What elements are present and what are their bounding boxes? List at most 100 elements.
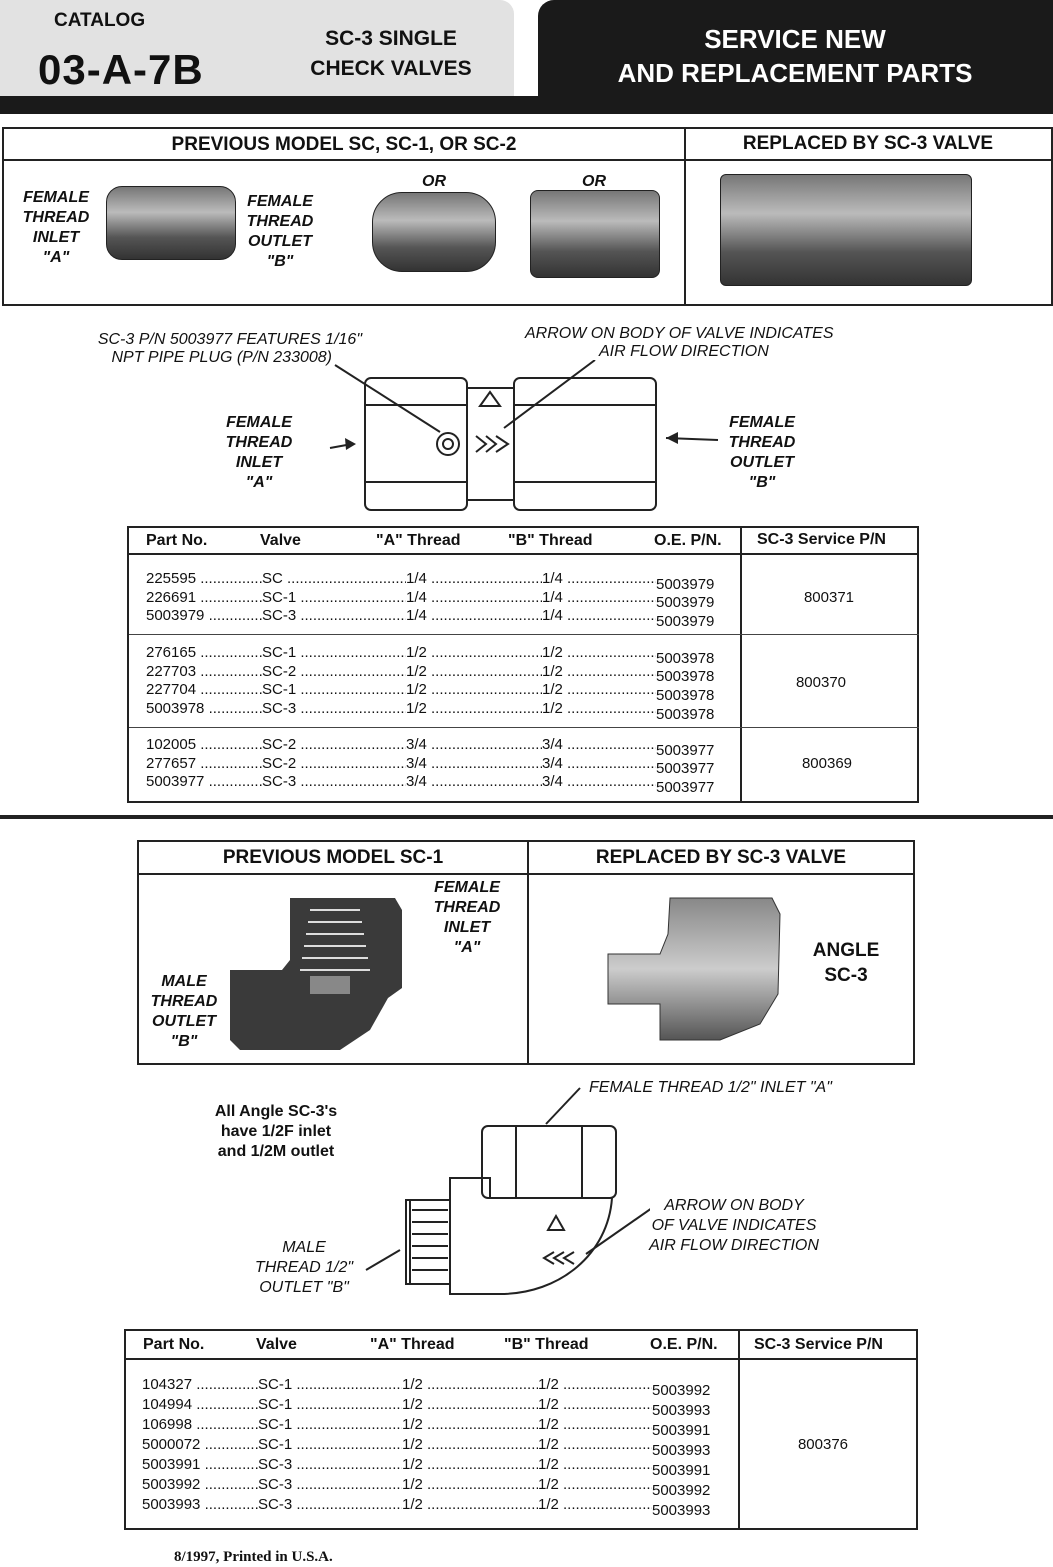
t2-col-a-thread: "A" Thread (370, 1336, 455, 1353)
t2-col-b-thread: "B" Thread (504, 1336, 589, 1353)
row-a-thread: 1/2 ....................................… (406, 681, 542, 699)
table-row: 5003978 ................................… (146, 700, 714, 725)
row-a-thread: 1/2 ....................................… (402, 1376, 538, 1393)
t2-col-oe: O.E. P/N. (650, 1336, 718, 1353)
section1-right-heading: REPLACED BY SC-3 VALVE (742, 133, 994, 154)
row-b-thread: 1/2 ....................................… (542, 662, 656, 680)
row-oe-pn: 5003978 (656, 649, 715, 667)
row-oe-pn: 5003977 (656, 741, 715, 759)
angle-sc3-photo (607, 897, 781, 1041)
row-valve: SC .....................................… (262, 570, 406, 587)
t1-col-part: Part No. (146, 532, 208, 549)
row-b-thread: 3/4 ....................................… (542, 754, 656, 772)
row-valve: SC-3 ...................................… (262, 773, 406, 791)
row-valve: SC-1 ...................................… (262, 588, 406, 606)
table-row: 227703 .................................… (146, 663, 714, 688)
row-part-no: 5003991 ................................… (142, 1456, 258, 1473)
row-part-no: 5003977 ................................… (146, 773, 262, 791)
row-valve: SC-1 ...................................… (258, 1436, 402, 1453)
row-part-no: 5003993 ................................… (142, 1496, 258, 1513)
t2-col-valve: Valve (256, 1336, 297, 1353)
row-valve: SC-2 ...................................… (262, 754, 406, 772)
table-row: 5003993 ................................… (142, 1496, 710, 1521)
row-part-no: 227703 .................................… (146, 662, 262, 680)
section-divider (0, 815, 1053, 819)
row-part-no: 5000072 ................................… (142, 1436, 258, 1453)
row-oe-pn: 5003993 (652, 1501, 711, 1519)
row-b-thread: 1/2 ....................................… (538, 1496, 652, 1513)
t1-col-service: SC-3 Service P/N (757, 531, 886, 548)
row-valve: SC-1 ...................................… (258, 1376, 402, 1393)
row-oe-pn: 5003992 (652, 1481, 711, 1499)
row-valve: SC-1 ...................................… (262, 681, 406, 699)
row-valve: SC-2 ...................................… (262, 736, 406, 753)
row-b-thread: 3/4 ....................................… (542, 736, 656, 753)
row-valve: SC-1 ...................................… (258, 1416, 402, 1433)
header-left-panel (0, 0, 514, 96)
row-valve: SC-1 ...................................… (262, 644, 406, 661)
row-a-thread: 3/4 ....................................… (406, 754, 542, 772)
t1-col-valve: Valve (260, 532, 301, 549)
row-b-thread: 1/2 ....................................… (538, 1416, 652, 1433)
row-part-no: 5003979 ................................… (146, 607, 262, 625)
sc3-valve-photo (720, 174, 972, 286)
row-oe-pn: 5003978 (656, 705, 715, 723)
angle-inlet-note: FEMALE THREAD 1/2" INLET "A" (589, 1079, 832, 1096)
row-part-no: 106998 .................................… (142, 1416, 258, 1433)
row-part-no: 104994 .................................… (142, 1396, 258, 1413)
table-row: 5003977 ................................… (146, 773, 714, 798)
table-row: 276165 .................................… (146, 644, 714, 669)
row-a-thread: 1/2 ....................................… (402, 1456, 538, 1473)
row-oe-pn: 5003979 (656, 575, 715, 593)
row-oe-pn: 5003977 (656, 778, 715, 796)
row-b-thread: 1/2 ....................................… (542, 644, 656, 661)
row-a-thread: 1/4 ....................................… (406, 607, 542, 625)
row-a-thread: 1/2 ....................................… (402, 1396, 538, 1413)
row-a-thread: 1/2 ....................................… (402, 1476, 538, 1493)
row-oe-pn: 5003991 (652, 1421, 711, 1439)
row-b-thread: 1/2 ....................................… (542, 681, 656, 699)
row-oe-pn: 5003977 (656, 760, 715, 778)
table2 (124, 1329, 918, 1530)
header-bar (0, 96, 1053, 114)
t2-service-800376: 800376 (797, 1436, 849, 1453)
table-row: 5003992 ................................… (142, 1476, 710, 1501)
table-row: 102005 .................................… (146, 736, 714, 761)
footer-print-date: 8/1997, Printed in U.S.A. (174, 1549, 333, 1565)
row-b-thread: 1/2 ....................................… (538, 1476, 652, 1493)
or-label-1: OR (422, 173, 446, 190)
row-a-thread: 1/4 ....................................… (406, 570, 542, 587)
row-a-thread: 3/4 ....................................… (406, 736, 542, 753)
row-b-thread: 1/2 ....................................… (538, 1436, 652, 1453)
row-valve: SC-3 ...................................… (258, 1456, 402, 1473)
row-oe-pn: 5003978 (656, 668, 715, 686)
row-b-thread: 1/4 ....................................… (542, 588, 656, 606)
row-part-no: 5003992 ................................… (142, 1476, 258, 1493)
t1-col-a-thread: "A" Thread (376, 532, 461, 549)
row-valve: SC-3 ...................................… (258, 1476, 402, 1493)
sc1-cutaway-diagram (230, 898, 402, 1050)
table1 (127, 526, 919, 803)
row-a-thread: 1/2 ....................................… (406, 662, 542, 680)
outlet-arrow-icon (666, 432, 678, 444)
row-part-no: 225595 .................................… (146, 570, 262, 587)
section2-left-heading: PREVIOUS MODEL SC-1 (222, 847, 444, 868)
row-oe-pn: 5003978 (656, 686, 715, 704)
table-row: 5000072 ................................… (142, 1436, 710, 1461)
or-label-2: OR (582, 173, 606, 190)
row-valve: SC-3 ...................................… (258, 1496, 402, 1513)
table-row: 104994 .................................… (142, 1396, 710, 1421)
row-a-thread: 3/4 ....................................… (406, 773, 542, 791)
row-part-no: 277657 .................................… (146, 754, 262, 772)
row-oe-pn: 5003991 (652, 1461, 711, 1479)
row-part-no: 5003978 ................................… (146, 699, 262, 717)
section2-right-heading: REPLACED BY SC-3 VALVE (595, 847, 847, 868)
row-a-thread: 1/2 ....................................… (406, 644, 542, 661)
